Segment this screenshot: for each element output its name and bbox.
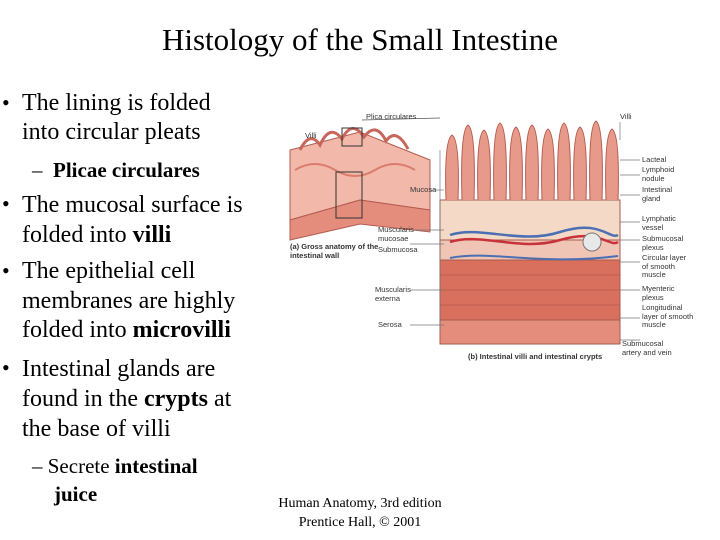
sub-bullet-line-1: – Secrete intestinal	[32, 453, 198, 479]
juice-term: juice	[54, 482, 98, 506]
caption-a: (a) Gross anatomy of the intestinal wall	[290, 242, 379, 260]
sub-bullet-line-2: juice	[54, 481, 97, 507]
bullet-4-line-1: Intestinal glands are	[22, 356, 216, 382]
credit-line-1: Human Anatomy, 3rd edition	[278, 496, 442, 511]
bullet-glyph: •	[2, 355, 10, 380]
villi-term: villi	[132, 222, 172, 248]
label-villi-a: Villi	[305, 131, 317, 140]
bullet-glyph: •	[2, 191, 10, 216]
slide-title: Histology of the Small Intestine	[161, 22, 559, 57]
text: found in the	[22, 386, 144, 412]
gross-anatomy-block	[289, 117, 441, 241]
microvilli-term: microvilli	[132, 317, 231, 343]
label-submucosa: Submucosa	[378, 245, 418, 254]
label-longitudinal: Longitudinal layer of smooth muscle	[642, 303, 694, 329]
label-mucosa: Mucosa	[410, 185, 437, 194]
label-lacteal: Lacteal	[642, 155, 667, 164]
plicae-text: Plicae circulares	[53, 158, 200, 182]
text: folded into	[22, 317, 133, 343]
sub-dash: –	[32, 454, 43, 478]
bullet-3-line-3: folded into microvilli	[22, 316, 231, 344]
villi-block	[439, 120, 621, 345]
bullet-4-line-3: the base of villi	[22, 416, 171, 442]
label-villi-b: Villi	[620, 112, 632, 121]
intestinal-term: intestinal	[114, 454, 198, 478]
bullet-1-line-1: The lining is folded	[22, 90, 211, 116]
credit-line-2: Prentice Hall, © 2001	[298, 515, 422, 530]
sub-dash: –	[32, 158, 43, 182]
bullet-3-line-2: membranes are highly	[22, 288, 236, 314]
credit: Human Anatomy, 3rd edition Prentice Hall…	[268, 494, 452, 532]
leader-lines	[410, 122, 640, 341]
bullet-1-line-2: into circular pleats	[22, 119, 201, 145]
label-lymph-vessel: Lymphatic vessel	[642, 214, 676, 232]
caption-b: (b) Intestinal villi and intestinal cryp…	[468, 352, 603, 361]
text: folded into	[22, 222, 133, 248]
bullet-2-line-2: folded into villi	[22, 221, 171, 249]
crypts-term: crypts	[143, 386, 208, 412]
bullet-4-line-2: found in the crypts at	[22, 385, 231, 413]
label-artery: Submucosal artery and vein	[622, 339, 672, 357]
bullet-2-line-1: The mucosal surface is	[22, 192, 243, 218]
text: Secrete	[47, 454, 115, 478]
sub-bullet-plicae: – Plicae circulares	[32, 157, 200, 183]
villus-projections	[445, 120, 619, 201]
label-lymphoid: Lymphoid nodule	[642, 165, 675, 183]
label-muscularis-mucosae: Muscularis mucosae	[378, 225, 414, 243]
label-myenteric: Myenteric plexus	[642, 284, 675, 302]
label-submucosal-plexus: Submucosal plexus	[642, 234, 684, 252]
text: at	[207, 386, 232, 412]
bullet-glyph: •	[2, 258, 10, 283]
bullet-3-line-1: The epithelial cell	[22, 258, 196, 284]
label-muscularis-externa: Muscularis externa	[375, 285, 411, 303]
label-circular: Circular layer of smooth muscle	[642, 253, 687, 279]
label-serosa: Serosa	[378, 320, 402, 329]
label-plica: Plica circulares	[366, 112, 417, 121]
label-gland: Intestinal gland	[642, 185, 673, 203]
bullet-glyph: •	[2, 90, 10, 115]
